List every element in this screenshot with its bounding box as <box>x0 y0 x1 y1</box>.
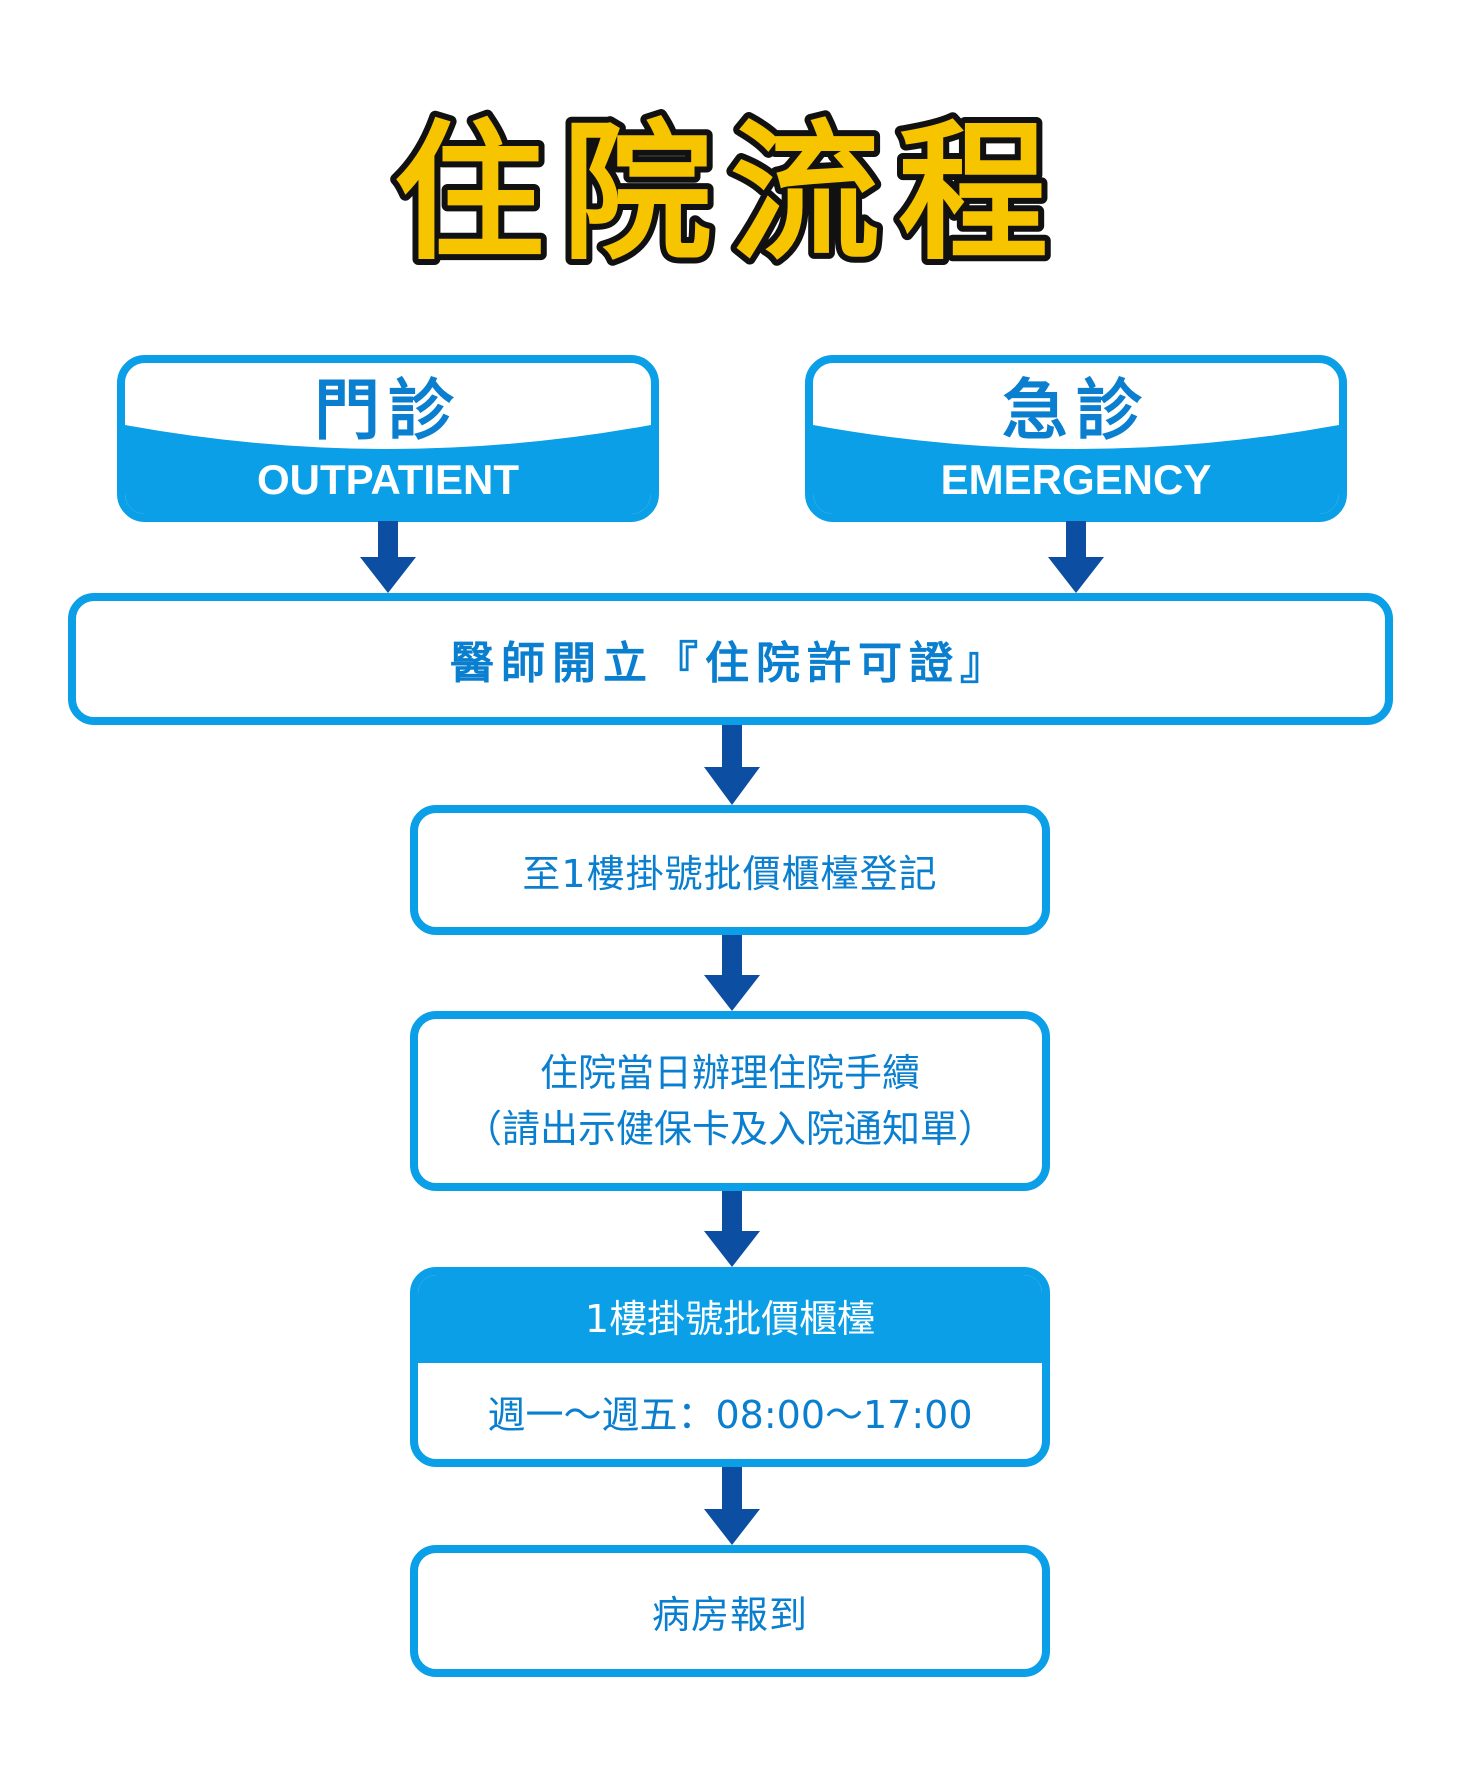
wave-decoration <box>125 425 651 514</box>
wave-decoration <box>813 425 1339 514</box>
admission-day-line-2: （請出示健保卡及入院通知單） <box>463 1107 996 1151</box>
page-title: 住院流程 <box>388 101 1066 285</box>
doctor-permit-step: 醫師開立『住院許可證』 <box>68 593 1393 725</box>
ward-report-text: 病房報到 <box>651 1592 808 1637</box>
page-title-text: 住院流程 <box>394 107 1066 281</box>
arrow-down-icon <box>704 1467 760 1545</box>
admission-day-step: 住院當日辦理住院手續 （請出示健保卡及入院通知單） <box>410 1011 1050 1191</box>
outpatient-box: 門診 OUTPATIENT <box>117 355 659 522</box>
emergency-label: 急診 <box>1002 372 1150 449</box>
emergency-english-label: EMERGENCY <box>940 456 1212 503</box>
emergency-box: 急診 EMERGENCY <box>805 355 1347 522</box>
admission-day-line-1: 住院當日辦理住院手續 <box>539 1051 920 1095</box>
counter-hours-box: 1樓掛號批價櫃檯 週一～週五：08:00～17:00 <box>410 1267 1050 1467</box>
ward-report-step: 病房報到 <box>410 1545 1050 1677</box>
arrow-down-icon <box>360 521 416 593</box>
outpatient-english-label: OUTPATIENT <box>256 456 520 503</box>
registration-text: 至1樓掛號批價櫃檯登記 <box>522 851 938 896</box>
registration-step: 至1樓掛號批價櫃檯登記 <box>410 805 1050 935</box>
arrow-down-icon <box>704 1191 760 1267</box>
arrow-down-icon <box>704 935 760 1011</box>
counter-name: 1樓掛號批價櫃檯 <box>418 1275 1042 1363</box>
counter-hours: 週一～週五：08:00～17:00 <box>487 1393 973 1437</box>
arrow-down-icon <box>1048 521 1104 593</box>
outpatient-label: 門診 <box>314 372 462 449</box>
arrow-down-icon <box>704 725 760 805</box>
doctor-permit-text: 醫師開立『住院許可證』 <box>450 638 1011 689</box>
